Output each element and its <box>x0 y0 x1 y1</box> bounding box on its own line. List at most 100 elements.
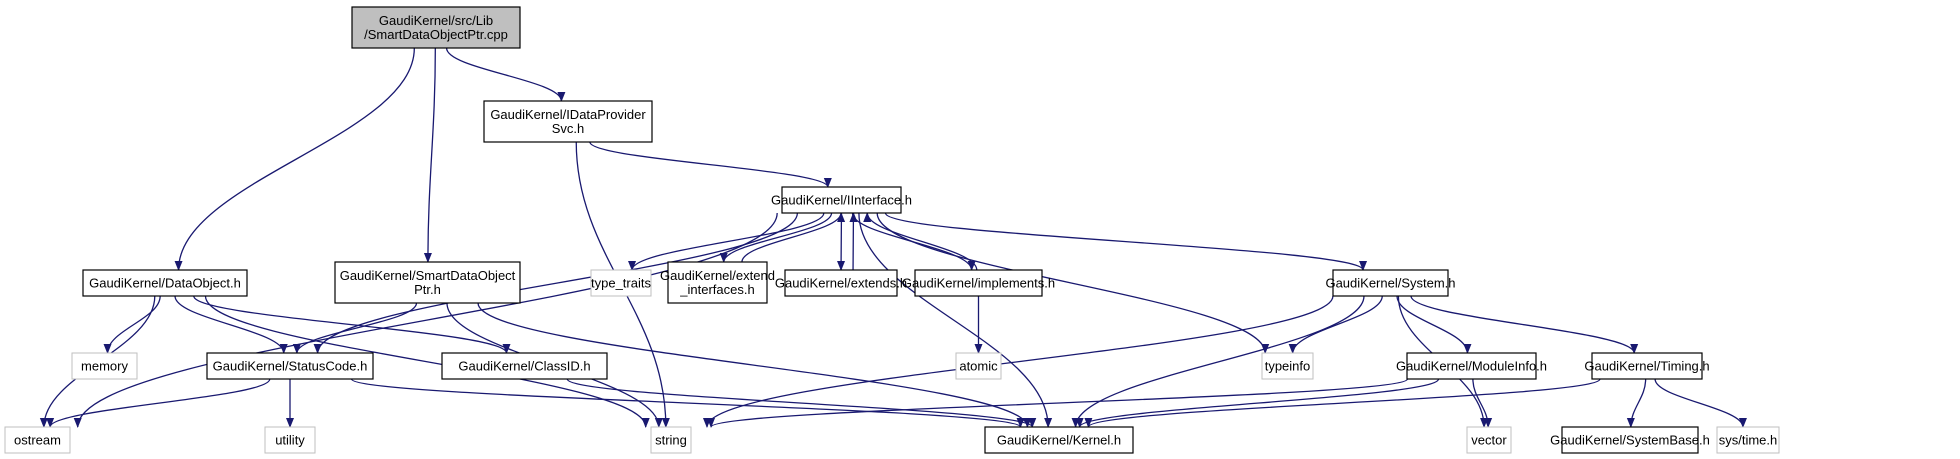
node-label: sys/time.h <box>1719 433 1778 448</box>
edge-implements-to-iinterface <box>863 212 978 271</box>
edge-system-to-string <box>703 295 1334 428</box>
edge-dataobject-to-memory <box>103 295 161 354</box>
edge-root-to-idataprovidersvc <box>445 47 566 102</box>
node-extend_interfaces[interactable]: GaudiKernel/extend_interfaces.h <box>660 261 775 304</box>
node-extends[interactable]: GaudiKernel/extends.h <box>775 269 907 297</box>
node-statuscode[interactable]: GaudiKernel/StatusCode.h <box>206 352 374 380</box>
node-label: GaudiKernel/Timing.h <box>1584 359 1709 374</box>
node-string: string <box>650 426 692 454</box>
node-box <box>914 269 1043 297</box>
node-box <box>1466 426 1512 454</box>
node-label: GaudiKernel/System.h <box>1325 276 1455 291</box>
edge-timing-to-systime <box>1654 378 1747 428</box>
node-label: GaudiKernel/ClassID.h <box>458 359 590 374</box>
node-box <box>71 352 138 380</box>
node-ostream: ostream <box>4 426 71 454</box>
node-label: GaudiKernel/SmartDataObject <box>340 268 516 283</box>
node-label: GaudiKernel/extends.h <box>775 276 907 291</box>
edge-idataprovidersvc-to-iinterface <box>589 141 832 188</box>
node-memory: memory <box>71 352 138 380</box>
node-implements[interactable]: GaudiKernel/implements.h <box>902 269 1055 297</box>
edge-system-to-kernel <box>1071 295 1365 428</box>
edge-statuscode-to-kernel <box>350 378 1025 428</box>
node-box <box>667 261 768 304</box>
edge-dataobject-to-classid <box>193 295 511 354</box>
edge-timing-to-systembase <box>1626 378 1647 428</box>
node-box <box>351 6 521 49</box>
node-box <box>984 426 1134 454</box>
node-atomic: atomic <box>955 352 1002 380</box>
edge-smartdataobjectptr-to-kernel <box>477 302 1032 428</box>
node-label: memory <box>81 359 128 374</box>
node-label: GaudiKernel/src/Lib <box>379 13 493 28</box>
node-label: utility <box>275 433 305 448</box>
node-box <box>955 352 1002 380</box>
node-box <box>1716 426 1780 454</box>
node-label: Ptr.h <box>414 282 441 297</box>
edge-moduleinfo-to-vector <box>1472 378 1493 428</box>
node-label: string <box>655 433 687 448</box>
node-label: _interfaces.h <box>679 282 754 297</box>
node-vector: vector <box>1466 426 1512 454</box>
edge-moduleinfo-to-string <box>707 378 1409 428</box>
edge-moduleinfo-to-kernel <box>1075 378 1440 428</box>
node-box <box>784 269 898 297</box>
edge-iinterface-to-ostream <box>73 212 778 428</box>
node-box <box>334 261 521 304</box>
node-typeinfo: typeinfo <box>1261 352 1314 380</box>
nodes-layer: GaudiKernel/src/Lib/SmartDataObjectPtr.c… <box>4 6 1780 454</box>
node-box <box>483 100 653 143</box>
node-box <box>206 352 374 380</box>
node-moduleinfo[interactable]: GaudiKernel/ModuleInfo.h <box>1396 352 1547 380</box>
node-label: /SmartDataObjectPtr.cpp <box>364 27 508 42</box>
node-classid[interactable]: GaudiKernel/ClassID.h <box>441 352 608 380</box>
node-smartdataobjectptr[interactable]: GaudiKernel/SmartDataObjectPtr.h <box>334 261 521 304</box>
edge-root-to-dataobject <box>174 47 415 271</box>
node-box <box>264 426 316 454</box>
node-type_traits: type_traits <box>590 269 652 297</box>
node-label: type_traits <box>591 276 651 291</box>
edge-dataobject-to-statuscode <box>174 295 288 354</box>
node-label: Svc.h <box>552 121 585 136</box>
node-box <box>1561 426 1699 454</box>
node-label: atomic <box>959 359 998 374</box>
node-box <box>650 426 692 454</box>
node-box <box>1332 269 1449 297</box>
edge-iinterface-to-system <box>884 212 1367 271</box>
node-label: GaudiKernel/SystemBase.h <box>1550 433 1710 448</box>
node-box <box>781 186 902 214</box>
node-system[interactable]: GaudiKernel/System.h <box>1325 269 1456 297</box>
node-label: GaudiKernel/IInterface.h <box>771 193 912 208</box>
edge-iinterface-to-kernel <box>858 212 1053 428</box>
edge-timing-to-kernel <box>1084 378 1601 428</box>
node-box <box>441 352 608 380</box>
node-label: GaudiKernel/DataObject.h <box>89 276 241 291</box>
node-kernel[interactable]: GaudiKernel/Kernel.h <box>984 426 1134 454</box>
node-label: typeinfo <box>1265 359 1311 374</box>
node-label: GaudiKernel/IDataProvider <box>490 107 646 122</box>
node-label: GaudiKernel/Kernel.h <box>997 433 1121 448</box>
node-label: vector <box>1471 433 1507 448</box>
node-label: GaudiKernel/extend <box>660 268 775 283</box>
node-label: GaudiKernel/ModuleInfo.h <box>1396 359 1547 374</box>
node-iinterface[interactable]: GaudiKernel/IInterface.h <box>771 186 912 214</box>
node-timing[interactable]: GaudiKernel/Timing.h <box>1584 352 1710 380</box>
node-label: GaudiKernel/implements.h <box>902 276 1055 291</box>
edge-smartdataobjectptr-to-statuscode <box>292 302 418 354</box>
node-box <box>82 269 248 297</box>
node-root[interactable]: GaudiKernel/src/Lib/SmartDataObjectPtr.c… <box>351 6 521 49</box>
node-systime: sys/time.h <box>1716 426 1780 454</box>
edge-statuscode-to-ostream <box>46 378 271 428</box>
node-systembase[interactable]: GaudiKernel/SystemBase.h <box>1550 426 1710 454</box>
edge-classid-to-kernel <box>566 378 1037 428</box>
node-dataobject[interactable]: GaudiKernel/DataObject.h <box>82 269 248 297</box>
node-box <box>1591 352 1703 380</box>
node-utility: utility <box>264 426 316 454</box>
node-box <box>590 269 652 297</box>
edge-root-to-smartdataobjectptr <box>423 47 436 263</box>
node-label: GaudiKernel/StatusCode.h <box>213 359 368 374</box>
edge-extend_interfaces-to-iinterface <box>741 212 846 263</box>
node-label: ostream <box>14 433 61 448</box>
